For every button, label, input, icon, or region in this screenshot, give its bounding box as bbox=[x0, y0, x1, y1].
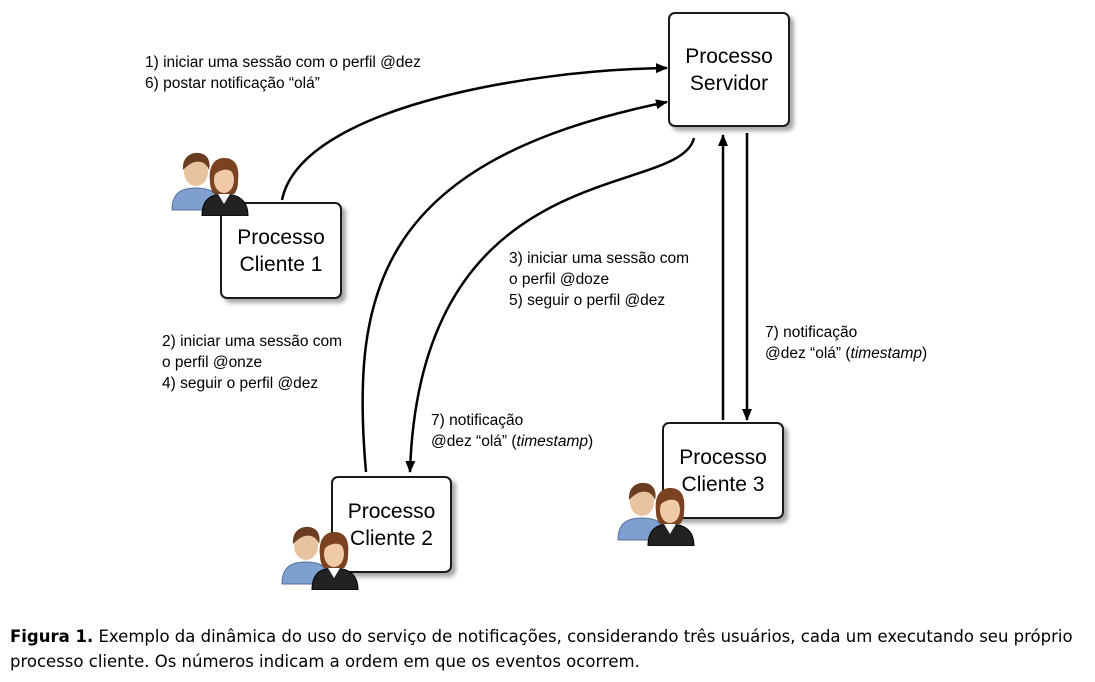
server-box-line1: Processo bbox=[685, 44, 773, 68]
client1-box: Processo Cliente 1 bbox=[220, 202, 342, 299]
client2-box-line1: Processo bbox=[347, 499, 436, 523]
label-line: 5) seguir o perfil @dez bbox=[509, 292, 666, 309]
client1-box-line1: Processo bbox=[237, 225, 325, 249]
server-box-line2: Servidor bbox=[689, 71, 769, 95]
users-icon bbox=[281, 526, 359, 590]
label-line: 7) notificação bbox=[765, 324, 858, 341]
label-line: @dez “olá” (timestamp) bbox=[431, 431, 593, 452]
server-box: Processo Servidor bbox=[668, 12, 790, 127]
label-text: @dez “olá” ( bbox=[431, 433, 517, 450]
arrow-client2-to-server bbox=[361, 99, 668, 473]
label-client3-to-server: 3) iniciar uma sessão com o perfil @doze… bbox=[509, 248, 689, 311]
label-text: @dez “olá” ( bbox=[765, 345, 851, 362]
client2-box-line2: Cliente 2 bbox=[350, 526, 433, 550]
label-text: ) bbox=[922, 345, 928, 362]
label-line: 2) iniciar uma sessão com bbox=[162, 333, 343, 350]
arrow-client1-to-server bbox=[280, 63, 668, 201]
timestamp-text: timestamp bbox=[516, 433, 589, 450]
arrows-layer bbox=[280, 63, 752, 473]
caption-text: Exemplo da dinâmica do uso do serviço de… bbox=[10, 627, 1073, 671]
label-server-to-client2: 7) notificação @dez “olá” (timestamp) bbox=[431, 410, 593, 452]
label-line: @dez “olá” (timestamp) bbox=[765, 343, 927, 364]
client3-box-line1: Processo bbox=[679, 445, 767, 469]
client3-box-line2: Cliente 3 bbox=[681, 472, 765, 496]
arrow-server-to-client2 bbox=[405, 137, 696, 473]
label-line: 6) postar notificação “olá” bbox=[145, 75, 320, 92]
client2-box: Processo Cliente 2 bbox=[331, 476, 452, 573]
figure-caption: Figura 1. Exemplo da dinâmica do uso do … bbox=[10, 624, 1090, 674]
label-text: ) bbox=[588, 433, 594, 450]
label-client2-to-server: 2) iniciar uma sessão com o perfil @onze… bbox=[162, 331, 342, 394]
label-client1-to-server: 1) iniciar uma sessão com o perfil @dez … bbox=[145, 52, 421, 94]
label-line: 1) iniciar uma sessão com o perfil @dez bbox=[145, 54, 421, 71]
client1-box-line2: Cliente 1 bbox=[239, 252, 323, 276]
label-line: 4) seguir o perfil @dez bbox=[162, 375, 319, 392]
label-line: o perfil @doze bbox=[509, 271, 610, 288]
label-line: 3) iniciar uma sessão com bbox=[509, 250, 690, 267]
label-server-to-client3: 7) notificação @dez “olá” (timestamp) bbox=[765, 322, 927, 364]
caption-label: Figura 1. bbox=[10, 627, 94, 646]
users-icon bbox=[617, 482, 695, 546]
users-icon bbox=[171, 152, 249, 216]
label-line: o perfil @onze bbox=[162, 354, 263, 371]
label-line: 7) notificação bbox=[431, 412, 524, 429]
timestamp-text: timestamp bbox=[850, 345, 923, 362]
